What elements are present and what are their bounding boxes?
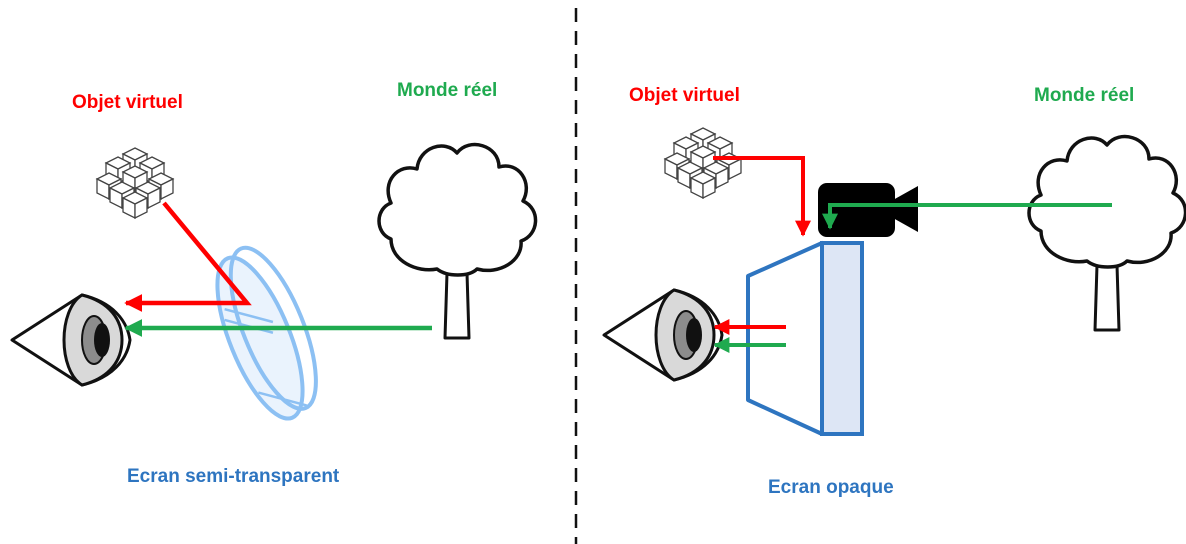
left-screen-label: Ecran semi-transparent xyxy=(127,466,340,487)
left-real-label: Monde réel xyxy=(397,80,498,101)
left-virtual-label: Objet virtuel xyxy=(72,92,183,113)
right-cube-cluster-icon xyxy=(665,128,741,198)
right-real-ray xyxy=(822,203,1112,230)
video-camera-icon xyxy=(818,183,918,237)
right-real-label: Monde réel xyxy=(1034,85,1135,106)
left-eye-icon xyxy=(10,293,132,387)
right-tree-icon xyxy=(1027,134,1186,332)
left-virtual-ray xyxy=(124,201,252,312)
left-tree-icon xyxy=(377,142,538,340)
right-virtual-label: Objet virtuel xyxy=(629,85,740,106)
right-screen-label: Ecran opaque xyxy=(768,477,894,498)
left-cube-cluster-icon xyxy=(97,148,173,218)
right-virtual-ray xyxy=(713,156,811,237)
right-eye-icon xyxy=(602,288,724,382)
opaque-screen-icon xyxy=(746,241,864,436)
